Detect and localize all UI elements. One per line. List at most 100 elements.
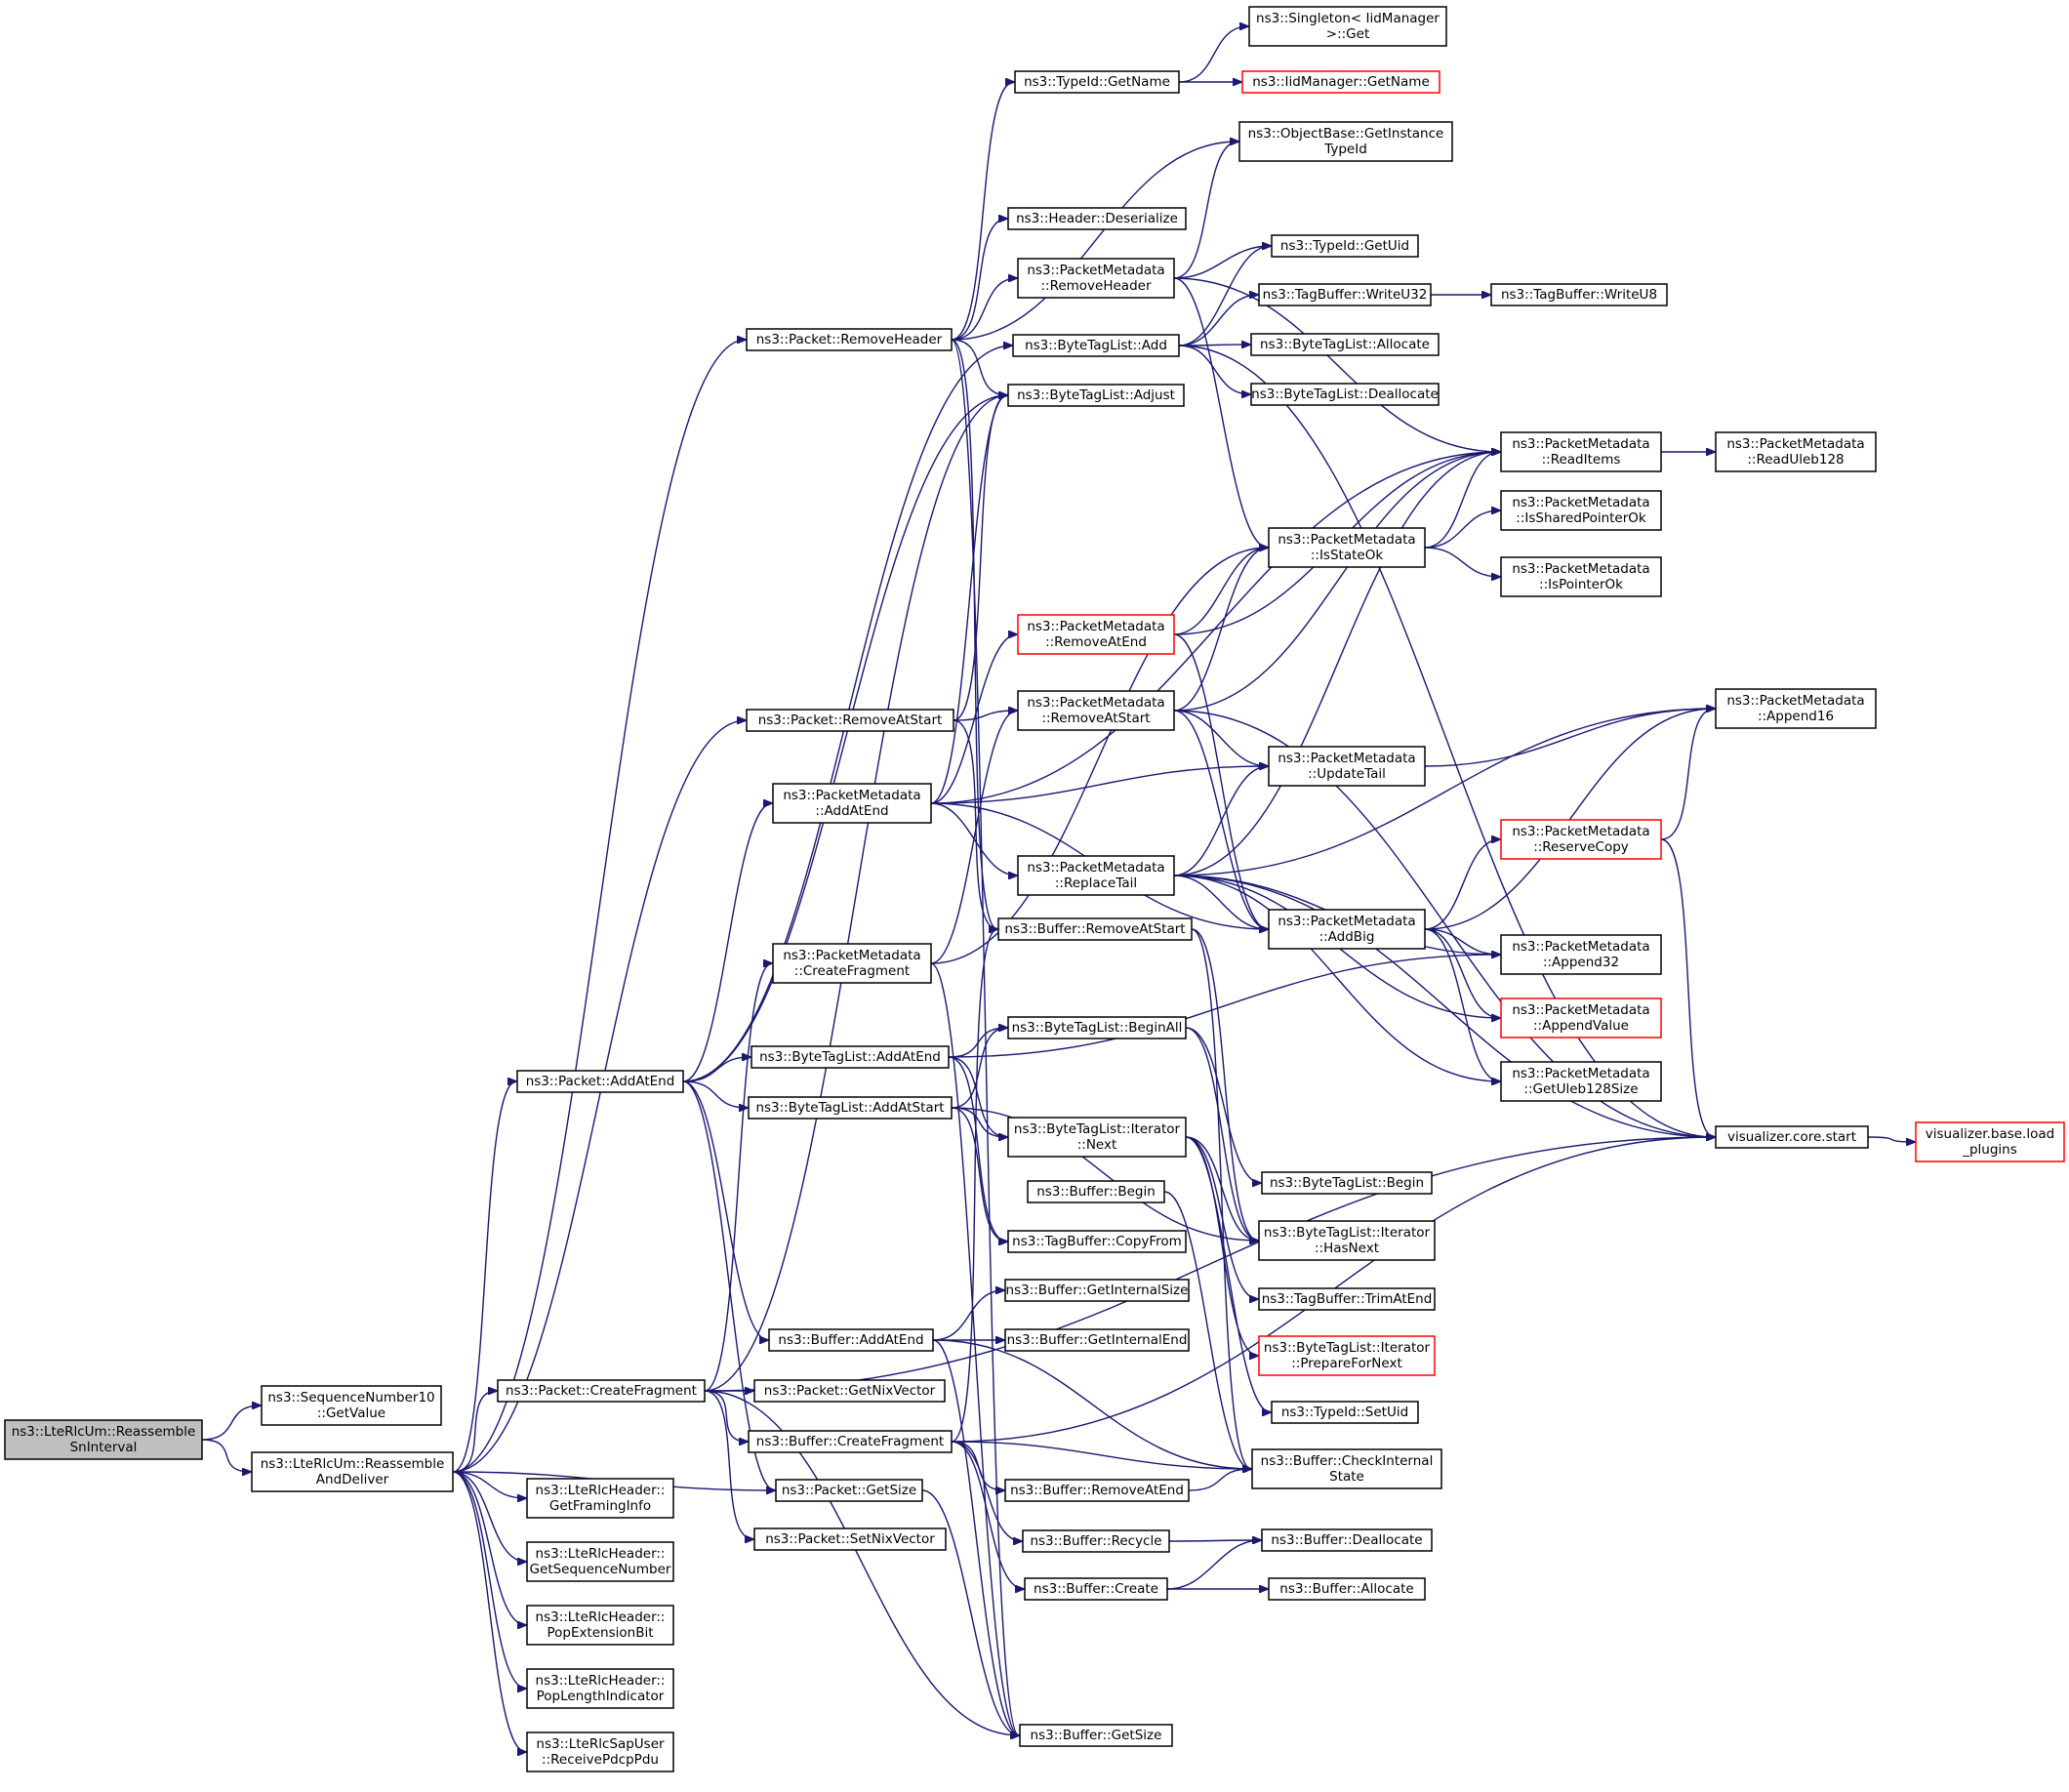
node-tidgetname[interactable]: ns3::TypeId::GetName — [1014, 70, 1180, 94]
node-btladjust[interactable]: ns3::ByteTagList::Adjust — [1007, 384, 1185, 407]
node-btlithasnext[interactable]: ns3::ByteTagList::Iterator::HasNext — [1258, 1220, 1436, 1261]
edge-pmaddbig-to-pmappend16 — [1424, 709, 1715, 930]
node-vizstart[interactable]: visualizer.core.start — [1715, 1125, 1869, 1149]
node-tbcopyfrom[interactable]: ns3::TagBuffer::CopyFrom — [1007, 1230, 1187, 1253]
edge-btladd-to-tidgetuid — [1178, 246, 1271, 346]
node-pktgetsize[interactable]: ns3::Packet::GetSize — [775, 1479, 923, 1502]
edge-btladdend-to-btlitnext — [948, 1056, 1007, 1137]
node-pktaddend[interactable]: ns3::Packet::AddAtEnd — [516, 1070, 684, 1093]
node-seqget[interactable]: ns3::SequenceNumber10::GetValue — [261, 1385, 442, 1426]
node-pmreplacetail[interactable]: ns3::PacketMetadata::ReplaceTail — [1017, 855, 1175, 896]
node-pktremhdr[interactable]: ns3::Packet::RemoveHeader — [746, 328, 953, 351]
edge-pmisstateok-to-pmreaditems — [1424, 452, 1500, 549]
node-btldealloc[interactable]: ns3::ByteTagList::Deallocate — [1250, 383, 1440, 406]
node-label: ns3::ByteTagList::Iterator — [1264, 1225, 1431, 1241]
node-pmaddbig[interactable]: ns3::PacketMetadata::AddBig — [1268, 909, 1426, 950]
node-getseq[interactable]: ns3::LteRlcHeader::GetSequenceNumber — [526, 1541, 674, 1582]
node-pmcreatefrag[interactable]: ns3::PacketMetadata::CreateFragment — [772, 943, 932, 984]
node-btlbeginall[interactable]: ns3::ByteTagList::BeginAll — [1007, 1016, 1187, 1039]
node-box — [1500, 490, 1662, 531]
node-box — [1024, 1577, 1168, 1601]
node-recvpdcp[interactable]: ns3::LteRlcSapUser::ReceivePdcpPdu — [526, 1731, 674, 1772]
node-label: ns3::TagBuffer::WriteU8 — [1501, 287, 1657, 303]
node-tidgetuid[interactable]: ns3::TypeId::GetUid — [1271, 234, 1419, 258]
node-poplen[interactable]: ns3::LteRlcHeader::PopLengthIndicator — [526, 1668, 674, 1709]
node-pmisptr[interactable]: ns3::PacketMetadata::IsPointerOk — [1500, 556, 1662, 597]
node-tidsetuid[interactable]: ns3::TypeId::SetUid — [1271, 1401, 1419, 1424]
node-box — [1500, 556, 1662, 597]
node-pktcreatefrag[interactable]: ns3::Packet::CreateFragment — [497, 1379, 706, 1403]
node-label: ::IsStateOk — [1311, 548, 1383, 563]
edge-pmreservecopy-to-pmappend16 — [1660, 709, 1715, 840]
edge-bufremstart-to-btlithasnext — [1191, 928, 1258, 1241]
node-label: PopExtensionBit — [547, 1625, 653, 1641]
node-iidgetname[interactable]: ns3::IidManager::GetName — [1241, 70, 1440, 94]
node-pktgetnix[interactable]: ns3::Packet::GetNixVector — [753, 1379, 946, 1403]
node-label: ns3::LteRlcUm::Reassemble — [12, 1424, 196, 1440]
node-pmisstateok[interactable]: ns3::PacketMetadata::IsStateOk — [1268, 527, 1426, 568]
node-popext[interactable]: ns3::LteRlcHeader::PopExtensionBit — [526, 1605, 674, 1646]
node-pmappendvalue[interactable]: ns3::PacketMetadata::AppendValue — [1500, 998, 1662, 1039]
node-bufalloc[interactable]: ns3::Buffer::Allocate — [1268, 1577, 1426, 1601]
node-tbwriteu8[interactable]: ns3::TagBuffer::WriteU8 — [1490, 283, 1668, 306]
node-tbwriteu32[interactable]: ns3::TagBuffer::WriteU32 — [1258, 283, 1432, 306]
node-btladdend[interactable]: ns3::ByteTagList::AddAtEnd — [751, 1045, 950, 1069]
node-label: ::AddAtEnd — [815, 803, 888, 819]
node-btlallocate[interactable]: ns3::ByteTagList::Allocate — [1250, 333, 1440, 356]
node-pmremend[interactable]: ns3::PacketMetadata::RemoveAtEnd — [1017, 614, 1175, 655]
node-vizload[interactable]: visualizer.base.load_plugins — [1915, 1121, 2065, 1162]
node-btladd[interactable]: ns3::ByteTagList::Add — [1012, 334, 1180, 357]
node-label: _plugins — [1962, 1142, 2017, 1158]
node-bufremend[interactable]: ns3::Buffer::RemoveAtEnd — [1004, 1479, 1190, 1502]
node-btlitnext[interactable]: ns3::ByteTagList::Iterator::Next — [1007, 1117, 1187, 1158]
node-pmgetuleb[interactable]: ns3::PacketMetadata::GetUleb128Size — [1500, 1061, 1662, 1102]
node-pmupdatetail[interactable]: ns3::PacketMetadata::UpdateTail — [1268, 746, 1426, 787]
edge-pktaddend-to-pmaddend — [682, 803, 772, 1082]
node-label: ns3::Packet::RemoveAtStart — [758, 713, 943, 728]
node-bufcreatefrag[interactable]: ns3::Buffer::CreateFragment — [748, 1430, 953, 1453]
node-btlbegin[interactable]: ns3::ByteTagList::Begin — [1261, 1171, 1433, 1195]
node-pmremhdr[interactable]: ns3::PacketMetadata::RemoveHeader — [1017, 258, 1175, 299]
node-pmaddend[interactable]: ns3::PacketMetadata::AddAtEnd — [772, 783, 932, 824]
node-bufdealloc[interactable]: ns3::Buffer::Deallocate — [1261, 1528, 1433, 1552]
node-bufrecycle[interactable]: ns3::Buffer::Recycle — [1022, 1529, 1170, 1553]
node-singleton[interactable]: ns3::Singleton< IidManager >::Get — [1248, 6, 1447, 47]
node-bufgetintsize[interactable]: ns3::Buffer::GetInternalSize — [1004, 1279, 1190, 1302]
node-label: ::ReceivePdcpPdu — [542, 1752, 659, 1768]
node-tbtrimend[interactable]: ns3::TagBuffer::TrimAtEnd — [1258, 1287, 1436, 1311]
node-pmremstart[interactable]: ns3::PacketMetadata::RemoveAtStart — [1017, 690, 1175, 731]
node-bufgetintend[interactable]: ns3::Buffer::GetInternalEnd — [1004, 1328, 1190, 1352]
edge-bufrecycle-to-bufdealloc — [1168, 1540, 1261, 1541]
node-getframing[interactable]: ns3::LteRlcHeader::GetFramingInfo — [526, 1478, 674, 1519]
node-label: ::AddBig — [1319, 929, 1375, 945]
node-pmappend32[interactable]: ns3::PacketMetadata::Append32 — [1500, 934, 1662, 975]
node-pktremstart[interactable]: ns3::Packet::RemoveAtStart — [746, 709, 954, 732]
node-pmreservecopy[interactable]: ns3::PacketMetadata::ReserveCopy — [1500, 819, 1662, 860]
node-label: ns3::Buffer::Create — [1034, 1581, 1158, 1597]
node-pmreaditems[interactable]: ns3::PacketMetadata::ReadItems — [1500, 431, 1662, 472]
node-hdrdeser[interactable]: ns3::Header::Deserialize — [1007, 207, 1187, 230]
edge-btladdstart-to-btlbeginall — [951, 1028, 1007, 1109]
node-label: ns3::PacketMetadata — [1278, 751, 1415, 766]
node-box — [1250, 333, 1440, 356]
node-box — [1007, 1117, 1187, 1158]
node-bufremstart[interactable]: ns3::Buffer::RemoveAtStart — [997, 917, 1193, 941]
node-bufcreate[interactable]: ns3::Buffer::Create — [1024, 1577, 1168, 1601]
node-btladdstart[interactable]: ns3::ByteTagList::AddAtStart — [748, 1096, 953, 1120]
node-box — [1004, 1328, 1190, 1352]
node-pmissharedptr[interactable]: ns3::PacketMetadata::IsSharedPointerOk — [1500, 490, 1662, 531]
node-label: visualizer.base.load — [1926, 1126, 2054, 1142]
node-box — [753, 1379, 946, 1403]
node-pmappend16[interactable]: ns3::PacketMetadata::Append16 — [1715, 688, 1877, 729]
node-pktsetnix[interactable]: ns3::Packet::SetNixVector — [753, 1527, 947, 1551]
node-pmreaduleb[interactable]: ns3::PacketMetadata::ReadUleb128 — [1715, 431, 1877, 472]
node-bufaddend[interactable]: ns3::Buffer::AddAtEnd — [768, 1328, 934, 1352]
node-btlitprep[interactable]: ns3::ByteTagList::Iterator::PrepareForNe… — [1258, 1335, 1436, 1376]
node-box — [1004, 1479, 1190, 1502]
node-bufgetsize[interactable]: ns3::Buffer::GetSize — [1019, 1724, 1173, 1747]
node-bufbegin[interactable]: ns3::Buffer::Begin — [1027, 1180, 1165, 1203]
